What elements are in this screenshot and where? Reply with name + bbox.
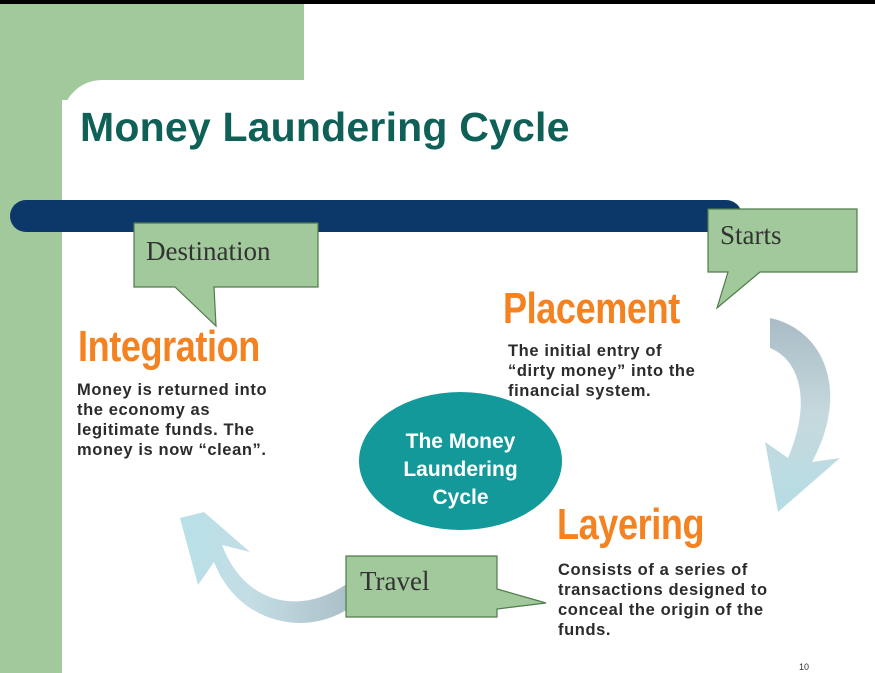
starts-callout-label: Starts [720, 220, 782, 250]
arrow-layering-to-integration [180, 512, 360, 623]
page-number: 10 [799, 662, 810, 672]
layering-heading: Layering [557, 500, 705, 549]
layering-line: Consists of a series of [558, 561, 748, 579]
destination-callout-label: Destination [146, 236, 271, 266]
center-line: The Money [405, 430, 516, 453]
layering-line: funds. [558, 621, 612, 639]
center-line: Cycle [432, 486, 489, 509]
travel-callout-label: Travel [360, 566, 430, 596]
top-black-bar [0, 0, 875, 4]
layering-line: transactions designed to [558, 581, 768, 599]
placement-line: financial system. [508, 382, 652, 400]
layering-line: conceal the origin of the [558, 601, 764, 619]
slide-title: Money Laundering Cycle [80, 104, 570, 150]
integration-heading: Integration [78, 322, 260, 371]
center-line: Laundering [403, 458, 518, 481]
integration-line: the economy as [77, 401, 211, 419]
placement-line: “dirty money” into the [508, 362, 696, 380]
arrow-placement-to-layering [765, 318, 840, 512]
travel-callout-shape [345, 555, 547, 618]
title-divider-bar [10, 200, 742, 232]
green-side-strip [0, 4, 62, 673]
integration-line: money is now “clean”. [77, 441, 267, 459]
placement-heading: Placement [503, 284, 680, 333]
center-cycle-ellipse [359, 392, 562, 530]
integration-description: Money is returned into the economy as le… [77, 380, 267, 460]
destination-callout-shape [133, 222, 319, 328]
integration-line: Money is returned into [77, 381, 268, 399]
placement-line: The initial entry of [508, 342, 663, 360]
starts-callout-shape [707, 208, 858, 310]
placement-description: The initial entry of “dirty money” into … [508, 341, 695, 401]
center-cycle-label: The Money Laundering Cycle [359, 428, 562, 512]
layering-description: Consists of a series of transactions des… [558, 560, 768, 640]
integration-line: legitimate funds. The [77, 421, 255, 439]
